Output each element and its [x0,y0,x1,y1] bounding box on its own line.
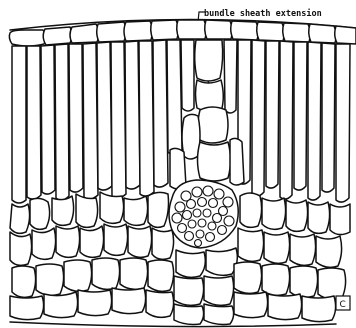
corner-mark: C [340,300,346,310]
bundle-sheath-extension-label: bundle sheath extension [204,8,322,19]
lower-cuticle-line [10,322,336,327]
vascular-bundle [169,180,238,248]
